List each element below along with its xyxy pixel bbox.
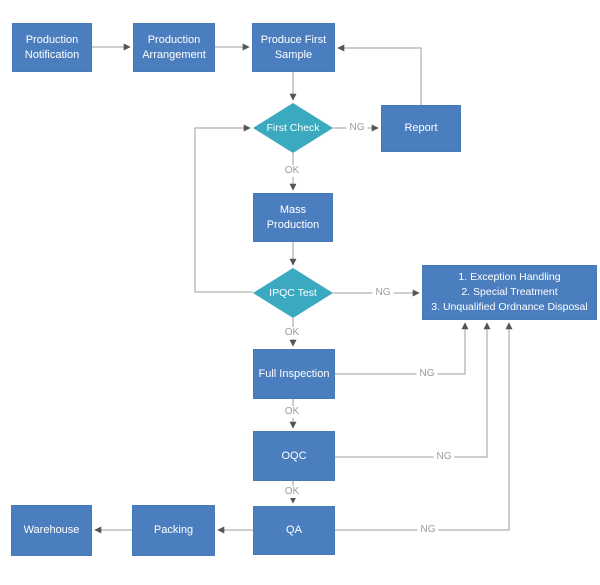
node-produce-first-sample: Produce First Sample <box>252 23 335 72</box>
edge-label-first-check-ok: OK <box>281 165 303 177</box>
node-warehouse: Warehouse <box>11 505 92 556</box>
node-report: Report <box>381 105 461 152</box>
edge-ipqc-to-firstcheck-loop <box>194 124 253 293</box>
edge-oqc-ng-to-exception <box>335 322 491 458</box>
exception-line-3: 3. Unqualified Ordnance Disposal <box>431 301 588 313</box>
edge-label-first-check-ng: NG <box>346 122 368 134</box>
edge-label-full-inspection-ng: NG <box>416 368 438 380</box>
edge-fullinspection-ng-to-exception <box>335 322 469 375</box>
edge-qa-ng-to-exception <box>335 322 513 531</box>
node-production-arrangement: Production Arrangement <box>133 23 215 72</box>
node-exception-handling: 1. Exception Handling 2. Special Treatme… <box>422 265 597 320</box>
edge-label-full-inspection-ok: OK <box>281 406 303 418</box>
edge-report-to-sample <box>337 44 422 105</box>
exception-line-1: 1. Exception Handling <box>458 271 561 283</box>
node-packing: Packing <box>132 505 215 556</box>
edge-label-qa-ng: NG <box>417 524 439 536</box>
edge-label-oqc-ok: OK <box>281 486 303 498</box>
node-full-inspection: Full Inspection <box>253 349 335 399</box>
edge-label-ipqc-ok: OK <box>281 327 303 339</box>
exception-line-2: 2. Special Treatment <box>461 286 558 298</box>
node-qa: QA <box>253 506 335 555</box>
edge-label-oqc-ng: NG <box>433 451 455 463</box>
node-production-notification: Production Notification <box>12 23 92 72</box>
node-oqc: OQC <box>253 431 335 481</box>
edge-label-ipqc-ng: NG <box>372 287 394 299</box>
node-mass-production: Mass Production <box>253 193 333 242</box>
